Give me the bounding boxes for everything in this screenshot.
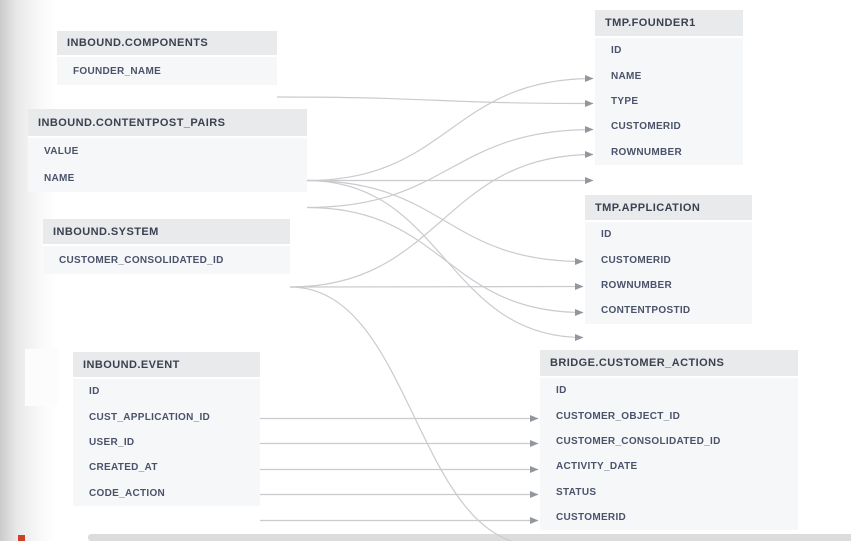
field-row[interactable]: ID — [89, 386, 100, 398]
table-fields: FOUNDER_NAME — [57, 57, 277, 85]
field-row[interactable]: CONTENTPOSTID — [601, 305, 691, 317]
table-header[interactable]: BRIDGE.CUSTOMER_ACTIONS — [540, 350, 798, 378]
table-fields: ID CUSTOMER_OBJECT_ID CUSTOMER_CONSOLIDATE… — [540, 378, 798, 531]
table-header[interactable]: INBOUND.EVENT — [73, 352, 260, 379]
field-row[interactable]: CREATED_AT — [89, 462, 158, 474]
table-fields: CUSTOMER_CONSOLIDATED_ID — [43, 246, 290, 274]
table-header[interactable]: TMP.FOUNDER1 — [595, 10, 743, 38]
left-panel-notch — [25, 349, 58, 406]
field-row[interactable]: FOUNDER_NAME — [73, 65, 162, 77]
table-fields: VALUE NAME — [28, 138, 307, 192]
mapping-connector — [306, 206, 584, 316]
field-row[interactable]: CUSTOMERID — [556, 512, 627, 524]
table-tmp-founder1[interactable]: TMP.FOUNDER1 ID NAME TYPE CUSTOMERID ROWNUMB… — [595, 10, 743, 165]
field-row[interactable]: CUSTOMERID — [611, 121, 682, 133]
field-row[interactable]: CUSTOMERID — [601, 254, 672, 266]
field-row[interactable]: TYPE — [611, 95, 639, 107]
field-row[interactable]: ACTIVITY_DATE — [556, 461, 638, 473]
field-row[interactable]: CODE_ACTION — [89, 487, 166, 499]
mapping-connector — [306, 179, 584, 265]
table-inbound-components[interactable]: INBOUND.COMPONENTS FOUNDER_NAME — [57, 31, 277, 85]
field-row[interactable]: ROWNUMBER — [601, 279, 673, 291]
mapping-connector — [276, 96, 594, 107]
table-bridge-customer-actions[interactable]: BRIDGE.CUSTOMER_ACTIONS ID CUSTOMER_OBJEC… — [540, 350, 798, 531]
field-row[interactable]: ID — [601, 229, 612, 241]
field-row[interactable]: CUST_APPLICATION_ID — [89, 411, 211, 423]
mapping-connector — [306, 75, 594, 182]
table-fields: ID CUSTOMERID ROWNUMBER CONTENTPOSTID — [585, 222, 752, 324]
table-fields: ID NAME TYPE CUSTOMERID ROWNUMBER — [595, 38, 743, 165]
field-row[interactable]: CUSTOMER_CONSOLIDATED_ID — [59, 254, 224, 266]
field-row[interactable]: ROWNUMBER — [611, 146, 683, 158]
horizontal-scrollbar[interactable] — [88, 534, 851, 541]
field-row[interactable]: STATUS — [556, 486, 597, 498]
field-row[interactable]: VALUE — [44, 146, 79, 157]
table-inbound-event[interactable]: INBOUND.EVENT ID CUST_APPLICATION_ID USER_… — [73, 352, 260, 506]
field-row[interactable]: ID — [611, 45, 622, 57]
mapping-connector — [306, 126, 594, 209]
field-row[interactable]: CUSTOMER_OBJECT_ID — [556, 410, 681, 422]
table-inbound-system[interactable]: INBOUND.SYSTEM CUSTOMER_CONSOLIDATED_ID — [43, 219, 290, 274]
field-row[interactable]: ID — [556, 385, 567, 397]
table-header[interactable]: INBOUND.SYSTEM — [43, 219, 290, 246]
table-header[interactable]: TMP.APPLICATION — [585, 195, 752, 222]
field-row[interactable]: NAME — [611, 70, 642, 82]
bottom-left-marker — [18, 535, 25, 541]
table-fields: ID CUST_APPLICATION_ID USER_ID CREATED_AT CO… — [73, 379, 260, 506]
field-row[interactable]: USER_ID — [89, 436, 135, 448]
mapping-connector — [289, 151, 594, 288]
mapping-connector — [289, 283, 584, 291]
table-header[interactable]: INBOUND.CONTENTPOST_PAIRS — [28, 109, 307, 138]
table-tmp-application[interactable]: TMP.APPLICATION ID CUSTOMERID ROWNUMBER CON… — [585, 195, 752, 324]
mapping-connector — [289, 286, 515, 541]
table-inbound-contentpost-pairs[interactable]: INBOUND.CONTENTPOST_PAIRS VALUE NAME — [28, 109, 307, 192]
field-row[interactable]: CUSTOMER_CONSOLIDATED_ID — [556, 435, 721, 447]
table-header[interactable]: INBOUND.COMPONENTS — [57, 31, 277, 57]
field-row[interactable]: NAME — [44, 173, 75, 184]
mapping-connector — [306, 179, 584, 341]
